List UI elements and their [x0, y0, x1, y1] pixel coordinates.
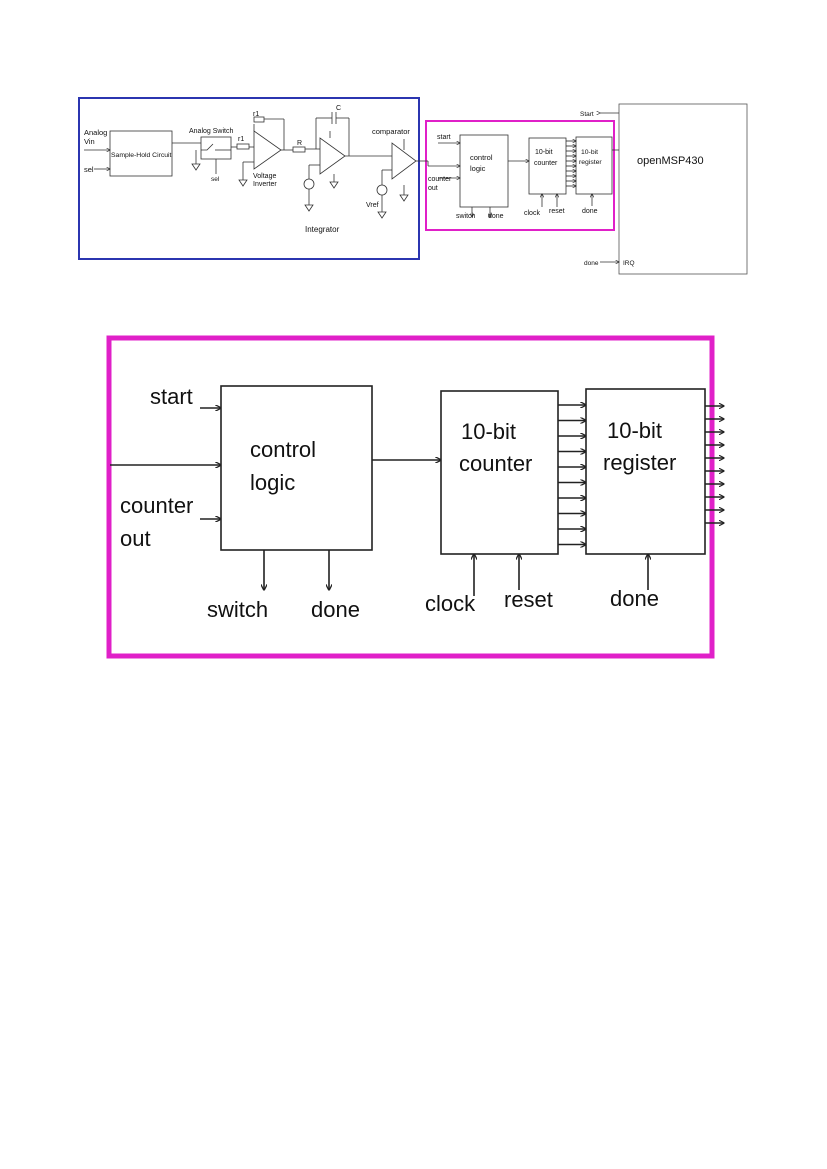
label-start-small: start: [437, 134, 451, 141]
label-clock-small: clock: [524, 210, 540, 217]
label-vref: Vref: [366, 202, 379, 209]
label-control: control: [250, 437, 316, 462]
label-counter: counter: [459, 451, 532, 476]
label-analog: Analog: [84, 128, 107, 137]
label-mcu-done: done: [584, 260, 599, 267]
counter-register-bus-large: [558, 405, 586, 545]
analog-switch-box: [200, 136, 232, 160]
label-register: register: [603, 450, 676, 475]
mcu-box: [618, 103, 748, 275]
label-start: start: [150, 384, 193, 409]
integrator-opamp: [319, 137, 346, 175]
label-r1-top: r1: [253, 111, 259, 118]
label-voltage: Voltage: [253, 173, 276, 180]
label-counter-bits: 10-bit: [461, 419, 516, 444]
inverter-opamp: [253, 130, 282, 170]
label-register-done: done: [610, 586, 659, 611]
label-counter-bits-small: 10-bit: [535, 149, 553, 156]
counter-register-bus: [566, 141, 576, 186]
label-inverter: Inverter: [253, 181, 277, 188]
label-counter-text-small: counter: [534, 160, 558, 167]
overview-diagram: [78, 97, 748, 275]
label-out-small: out: [428, 185, 438, 192]
label-reset-small: reset: [549, 208, 565, 215]
detail-diagram: start counter out control logic switch d…: [106, 335, 724, 659]
label-mcu-start: Start: [580, 111, 594, 118]
control-logic-box-small: [459, 134, 509, 208]
r-resistor: [292, 146, 306, 153]
label-switch-small: switch: [456, 213, 476, 220]
label-switch: switch: [207, 597, 268, 622]
label-r1: r1: [238, 136, 244, 143]
counter-box: [440, 390, 559, 555]
label-register-text-small: register: [579, 159, 602, 166]
sample-hold-box: [109, 130, 173, 177]
label-logic-small: logic: [470, 164, 486, 173]
register-output-bus: [705, 406, 724, 523]
label-sample-hold: Sample-Hold Circuit: [111, 152, 172, 159]
label-clock: clock: [425, 591, 476, 616]
label-openmsp430: openMSP430: [637, 155, 704, 167]
label-done: done: [311, 597, 360, 622]
analog-frame: [78, 97, 420, 260]
label-integrator: Integrator: [305, 225, 340, 234]
digital-frame: [425, 120, 615, 231]
label-comparator: comparator: [372, 127, 410, 136]
comparator-opamp: [391, 142, 417, 180]
label-capacitor: C: [336, 105, 341, 112]
label-counter-small: counter: [428, 176, 452, 183]
label-register-done-small: done: [582, 208, 598, 215]
label-done-small: done: [488, 213, 504, 220]
label-register-bits-small: 10-bit: [581, 149, 598, 156]
r1-resistor: [236, 143, 250, 150]
label-switch-sel: sel: [211, 176, 220, 183]
label-sel: sel: [84, 165, 94, 174]
control-logic-box: [220, 385, 373, 551]
label-vin: Vin: [84, 137, 95, 146]
label-reset: reset: [504, 587, 553, 612]
label-counter-out-1: counter: [120, 493, 193, 518]
label-control-small: control: [470, 153, 493, 162]
label-analog-switch: Analog Switch: [189, 128, 233, 135]
label-counter-out-2: out: [120, 526, 151, 551]
label-mcu-irq: IRQ: [623, 260, 635, 267]
label-logic: logic: [250, 470, 295, 495]
label-resistor: R: [297, 140, 302, 147]
label-register-bits: 10-bit: [607, 418, 662, 443]
